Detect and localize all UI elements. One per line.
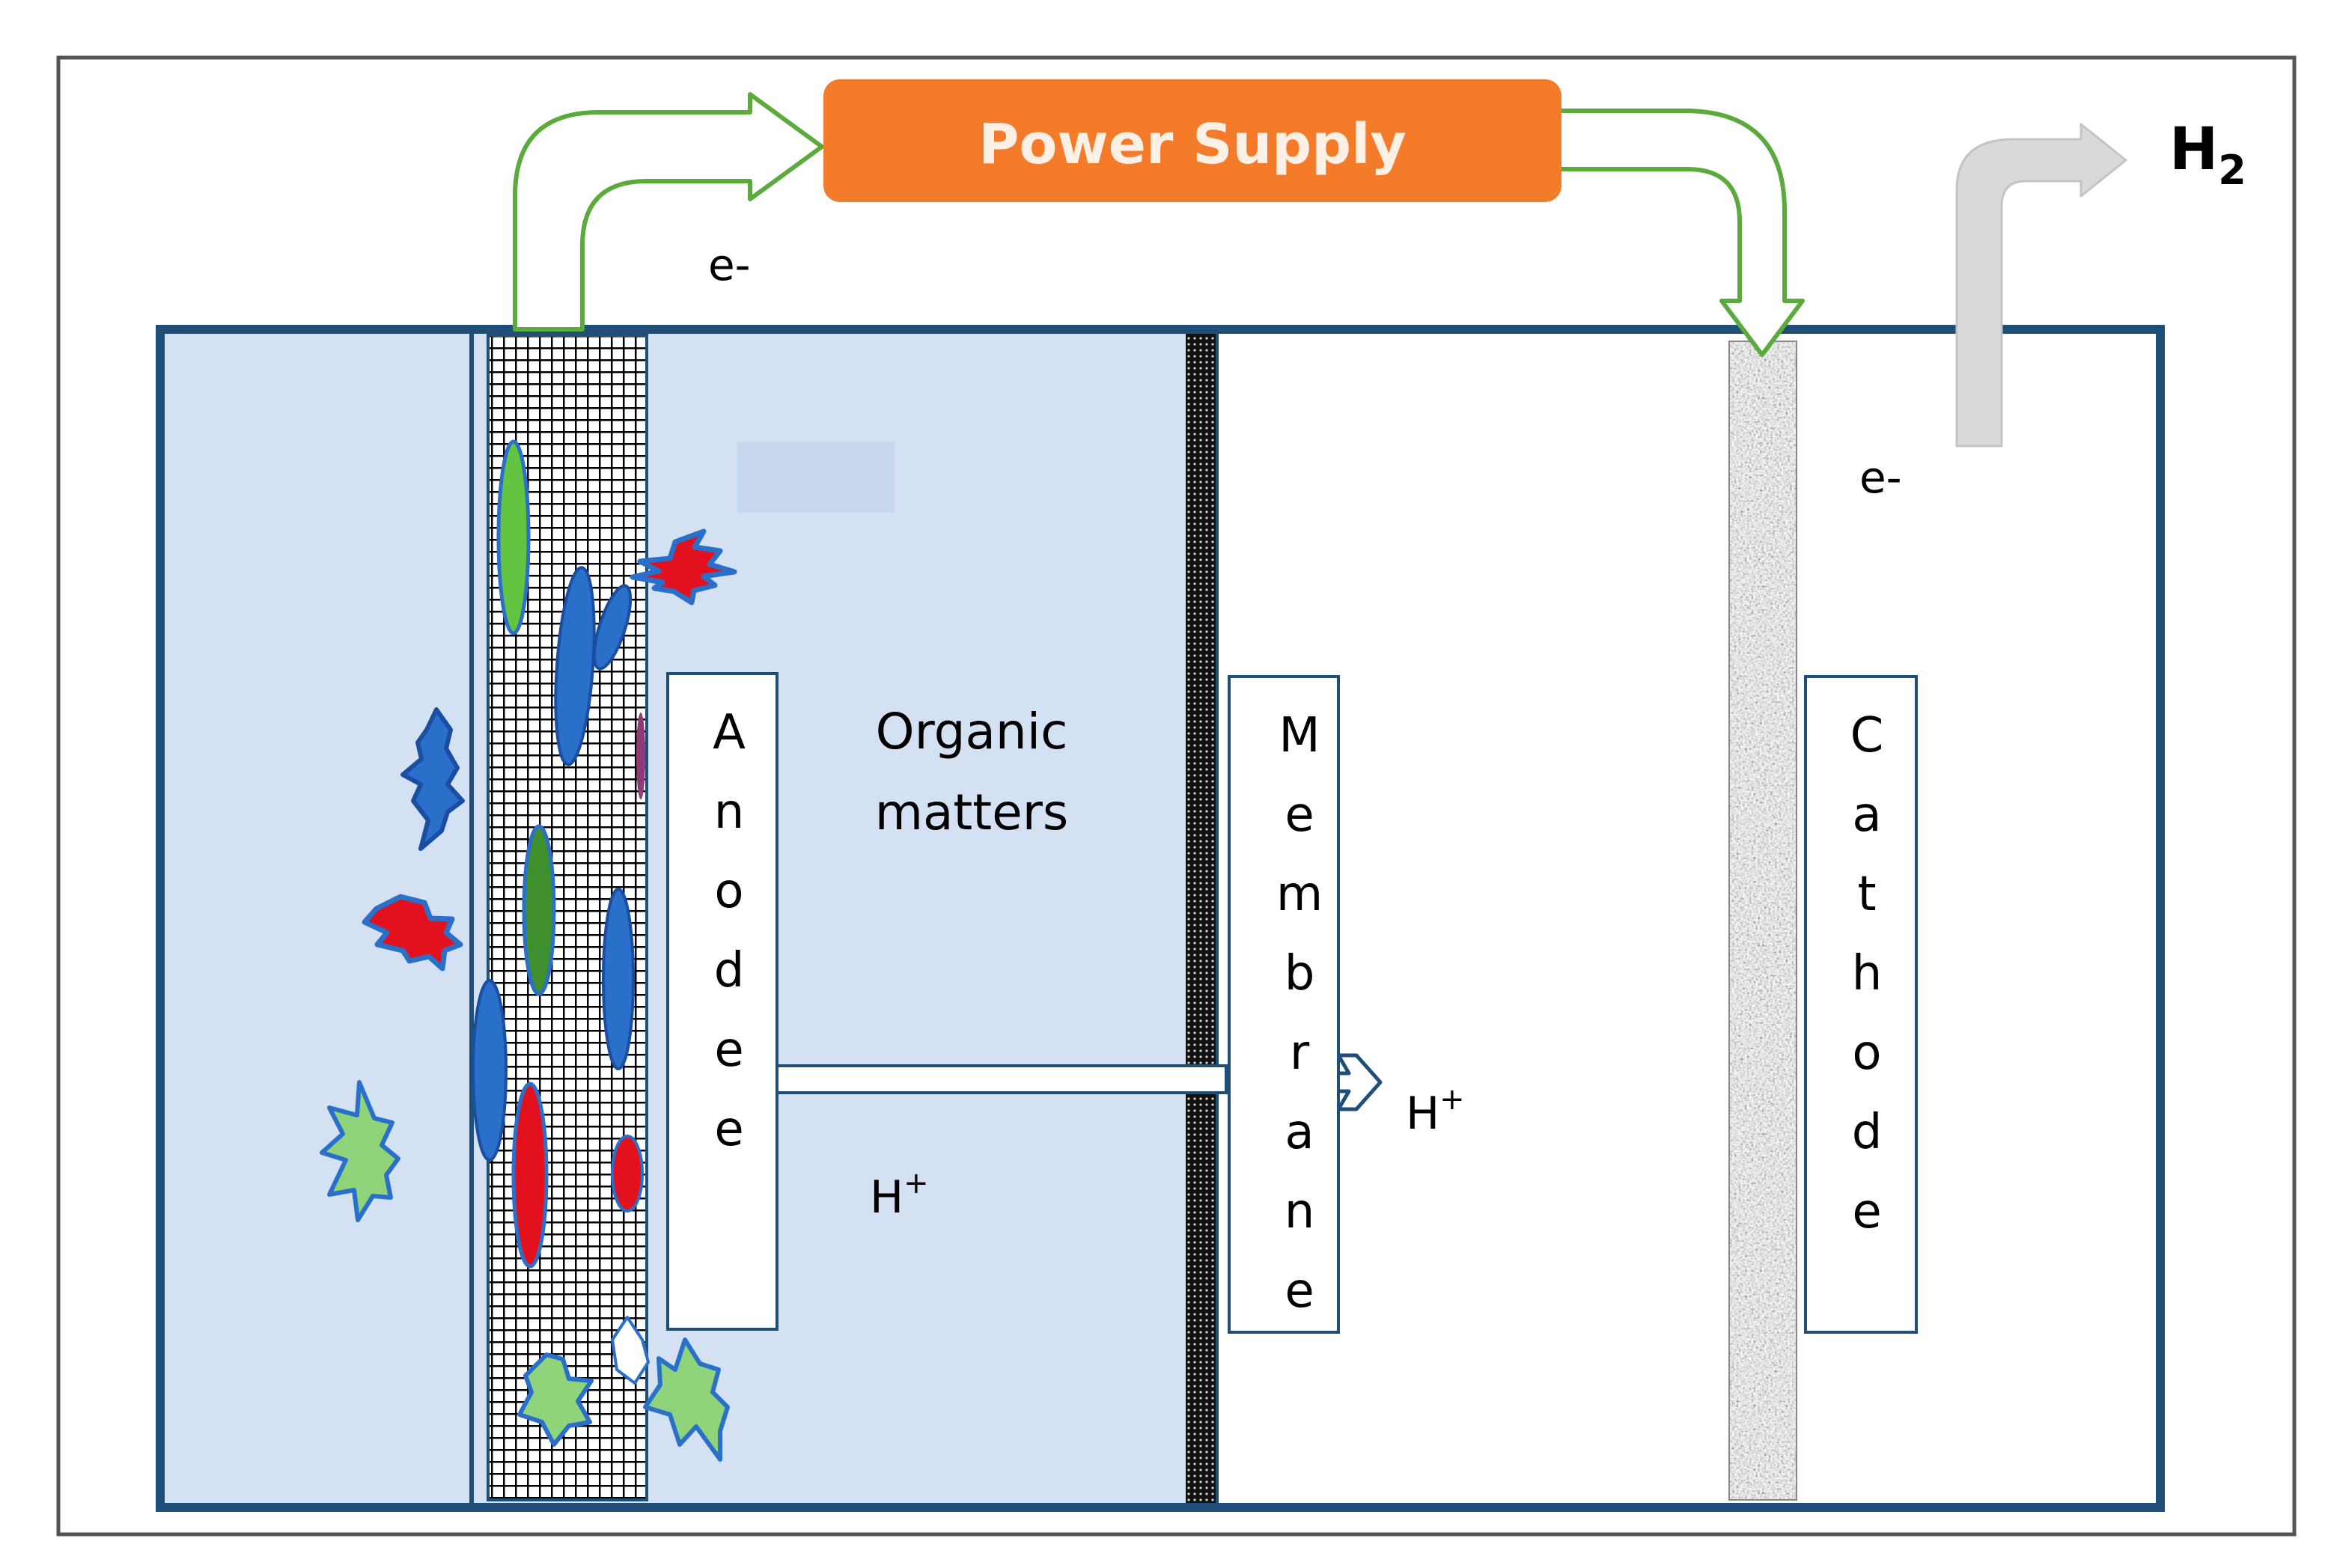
cathode-letter: a <box>1852 787 1881 843</box>
microbe-green-rod <box>496 439 531 635</box>
cathode-box <box>1804 675 1918 1334</box>
microbe-purple-rod <box>636 713 645 799</box>
electron-label-top: e- <box>708 240 751 290</box>
microbe-blue-burst <box>400 707 465 851</box>
anode-letter: n <box>714 784 745 840</box>
anode-letter: A <box>713 705 746 760</box>
microbe-blue-rod <box>472 979 508 1162</box>
microbe-red-burst <box>362 894 463 971</box>
cathode-letter: e <box>1852 1184 1881 1239</box>
proton-label-anode: H+ <box>870 1166 929 1224</box>
proton-arrow <box>1330 1053 1383 1111</box>
proton-channel <box>771 1064 1228 1094</box>
microbe-blue-rod <box>554 566 596 766</box>
cathode-layer <box>1729 341 1797 1500</box>
membrane-letter: m <box>1276 867 1323 922</box>
hydrogen-arrow <box>1955 123 2127 448</box>
power-supply-box <box>823 79 1561 202</box>
microbe-red-rod <box>611 1135 644 1212</box>
electron-label-cathode: e- <box>1859 452 1902 503</box>
membrane-letter: a <box>1285 1105 1314 1160</box>
membrane-box <box>1228 675 1340 1334</box>
membrane-letter: e <box>1285 787 1314 843</box>
membrane-layer <box>1186 334 1216 1503</box>
cathode-letter: o <box>1852 1025 1881 1081</box>
microbe-green-burst <box>320 1080 400 1222</box>
anode-letter: d <box>714 943 745 998</box>
electron-arrow-supply-to-cathode <box>1555 109 1805 357</box>
proton-label-cathode: H+ <box>1406 1082 1465 1140</box>
cathode-letter: C <box>1850 708 1884 763</box>
microbe-group <box>320 439 737 1462</box>
membrane-letter: M <box>1279 708 1320 763</box>
membrane-letter: r <box>1290 1025 1310 1081</box>
organic-matters-line2: matters <box>875 784 1069 841</box>
membrane-letter: e <box>1285 1263 1314 1319</box>
microbe-red-burst <box>630 528 737 605</box>
cathode-letter: t <box>1857 867 1876 922</box>
anode-chamber-shade <box>737 442 895 513</box>
cathode-letter: d <box>1852 1105 1883 1160</box>
microbe-blue-rod <box>592 584 633 671</box>
anode-letter: o <box>714 864 743 919</box>
hydrogen-label: H2 <box>2169 116 2246 194</box>
microbe-red-rod <box>511 1082 549 1269</box>
cathode-letter: h <box>1852 946 1883 1001</box>
anode-letter: e <box>714 1102 743 1157</box>
microbe-green-rod <box>522 824 556 996</box>
organic-matters-line1: Organic <box>876 703 1068 760</box>
microbe-green-burst <box>517 1352 594 1447</box>
membrane-letter: b <box>1285 946 1315 1001</box>
power-supply-label: Power Supply <box>978 112 1406 177</box>
anode-box <box>666 672 778 1331</box>
microbe-green-burst <box>643 1337 730 1462</box>
microbe-blue-rod <box>602 888 635 1070</box>
microbe-white-cell <box>611 1316 650 1385</box>
membrane-letter: n <box>1285 1184 1315 1239</box>
anode-letter: e <box>714 1022 743 1078</box>
electron-arrow-anode-to-supply <box>513 92 824 332</box>
